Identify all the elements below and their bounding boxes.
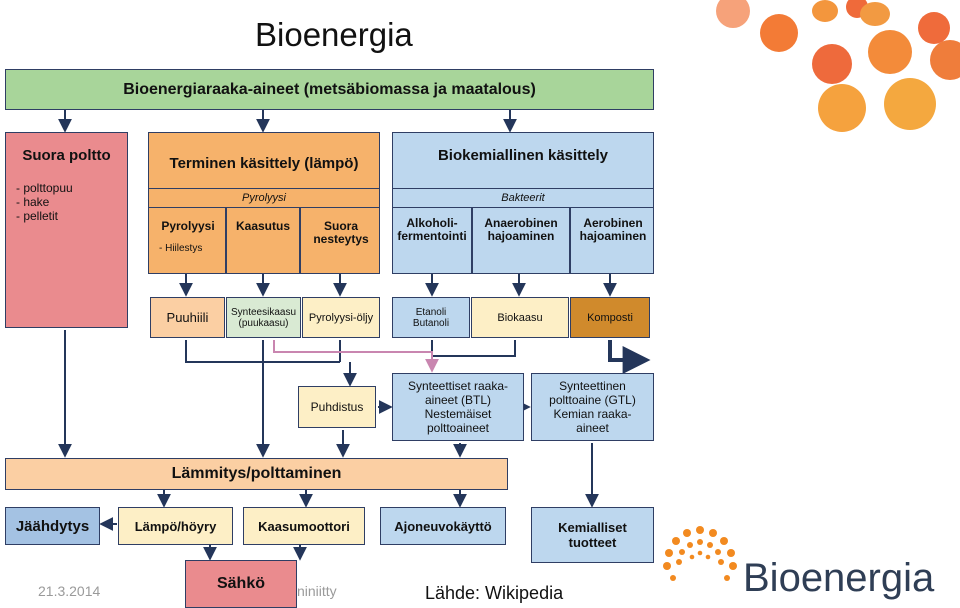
purification-box: Puhdistus	[298, 386, 376, 428]
vehicle-use-box: Ajoneuvokäyttö	[380, 507, 506, 545]
pyrolysis-oil-box: Pyrolyysi-öljy	[302, 297, 380, 338]
charcoal-box: Puuhiili	[150, 297, 225, 338]
chemical-products-box: Kemialliset tuotteet	[531, 507, 654, 563]
gtl-box: Synteettinen polttoaine (GTL) Kemian raa…	[531, 373, 654, 441]
biogas-box: Biokaasu	[471, 297, 569, 338]
ethanol-butanol-box: Etanoli Butanoli	[392, 297, 470, 338]
direct-combustion-item: - pelletit	[16, 209, 59, 223]
raw-materials-bar: Bioenergiaraaka-aineet (metsäbiomassa ja…	[5, 69, 654, 110]
pyrolysis-column: Pyrolyysi	[161, 219, 215, 233]
direct-combustion-item: - hake	[16, 195, 50, 209]
biochemical-processing-box: Biokemiallinen käsittely Bakteerit Alkoh…	[392, 132, 654, 274]
footer-author-fragment: niniitty	[297, 583, 337, 599]
direct-liquefaction-column: Suora nesteytys	[313, 219, 369, 246]
electricity-box: Sähkö	[185, 560, 297, 608]
heat-steam-box: Lämpö/höyry	[118, 507, 233, 545]
btl-box: Synteettiset raaka-aineet (BTL) Nestemäi…	[392, 373, 524, 441]
direct-combustion-title: Suora poltto	[22, 147, 111, 164]
gasification-column: Kaasutus	[235, 219, 291, 233]
aerobic-decomposition-column: Aerobinen hajoaminen	[579, 216, 647, 243]
bioenergia-logo: Bioenergia	[655, 520, 955, 608]
thermal-title: Terminen käsittely (lämpö)	[169, 154, 359, 172]
biochemical-subheader: Bakteerit	[393, 188, 653, 208]
page-title: Bioenergia	[255, 16, 413, 53]
biochemical-title: Biokemiallinen käsittely	[437, 147, 609, 164]
anaerobic-decomposition-column: Anaerobinen hajoaminen	[484, 216, 558, 243]
charring-note: - Hiilestys	[159, 243, 203, 254]
footer-source: Lähde: Wikipedia	[425, 583, 564, 603]
logo-burst-icon	[663, 526, 737, 581]
direct-combustion-box: Suora poltto - polttopuu - hake - pellet…	[5, 132, 128, 328]
compost-box: Komposti	[570, 297, 650, 338]
alcohol-fermentation-column: Alkoholi-fermentointi	[397, 216, 467, 243]
gas-engine-box: Kaasumoottori	[243, 507, 365, 545]
cooling-box: Jäähdytys	[5, 507, 100, 545]
footer-date: 21.3.2014	[38, 583, 101, 599]
syngas-box: Synteesikaasu (puukaasu)	[226, 297, 301, 338]
heating-combustion-bar: Lämmitys/polttaminen	[5, 458, 508, 490]
logo-text: Bioenergia	[743, 556, 935, 600]
direct-combustion-item: - polttopuu	[16, 181, 73, 195]
thermal-subheader: Pyrolyysi	[149, 188, 379, 208]
thermal-processing-box: Terminen käsittely (lämpö) Pyrolyysi Pyr…	[148, 132, 380, 274]
